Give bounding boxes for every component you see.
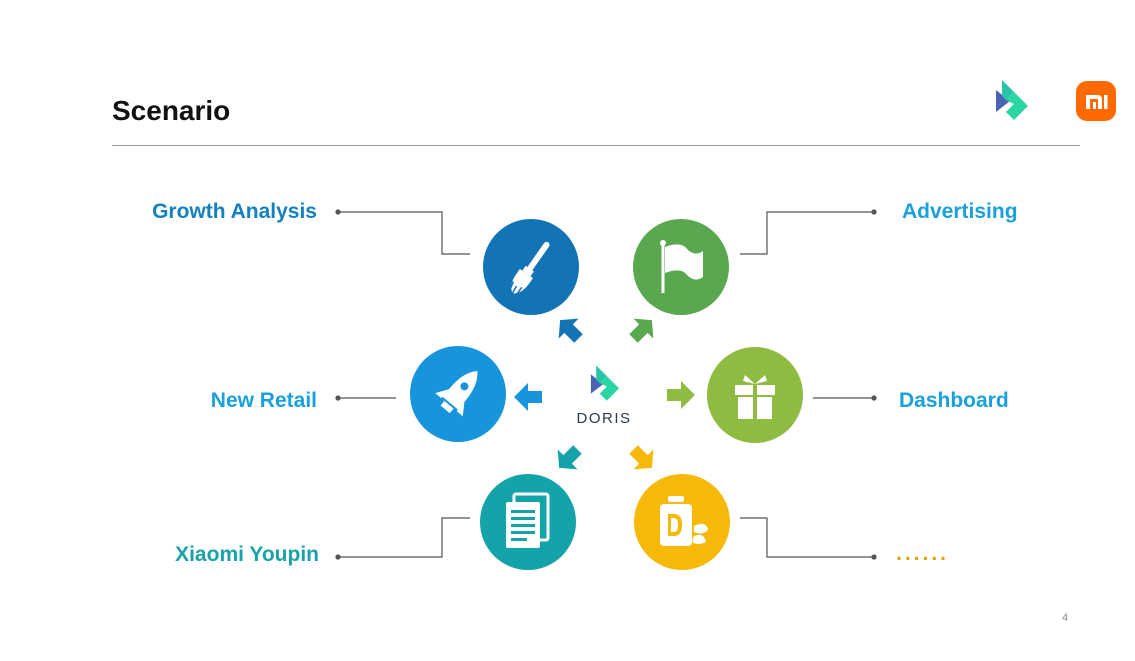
arrow-to-dashboard xyxy=(667,381,695,409)
doris-name: DORIS xyxy=(576,410,632,427)
gift-box-icon xyxy=(735,375,775,419)
title-divider xyxy=(112,145,1080,146)
paintbrush-icon xyxy=(508,241,550,296)
label-new-retail: New Retail xyxy=(210,389,317,412)
slide-title: Scenario xyxy=(112,95,231,126)
label-more: ...... xyxy=(896,542,950,565)
dashboard-circle xyxy=(707,347,803,443)
product-jar-icon xyxy=(660,496,708,546)
arrow-to-new-retail xyxy=(514,383,542,411)
more-circle xyxy=(634,474,730,570)
label-growth-analysis: Growth Analysis xyxy=(152,200,317,223)
doris-logo-icon xyxy=(996,80,1028,120)
arrow-to-more xyxy=(629,445,654,470)
doris-center-logo-icon xyxy=(590,365,620,401)
growth-analysis-circle xyxy=(483,219,579,315)
rocket-icon xyxy=(435,371,478,417)
xiaomi-logo-icon xyxy=(1076,81,1116,121)
advertising-circle xyxy=(633,219,729,315)
new-retail-circle xyxy=(410,346,506,442)
arrow-to-advertising xyxy=(629,318,654,343)
xiaomi-youpin-circle xyxy=(480,474,576,570)
label-advertising: Advertising xyxy=(902,200,1018,223)
document-icon xyxy=(506,492,550,548)
label-dashboard: Dashboard xyxy=(899,389,1009,412)
arrow-to-xiaomi-youpin xyxy=(557,445,582,470)
arrow-to-growth-analysis xyxy=(558,318,583,343)
label-xiaomi-youpin: Xiaomi Youpin xyxy=(175,543,319,566)
flag-icon xyxy=(660,240,703,293)
page-number: 4 xyxy=(1062,612,1069,624)
